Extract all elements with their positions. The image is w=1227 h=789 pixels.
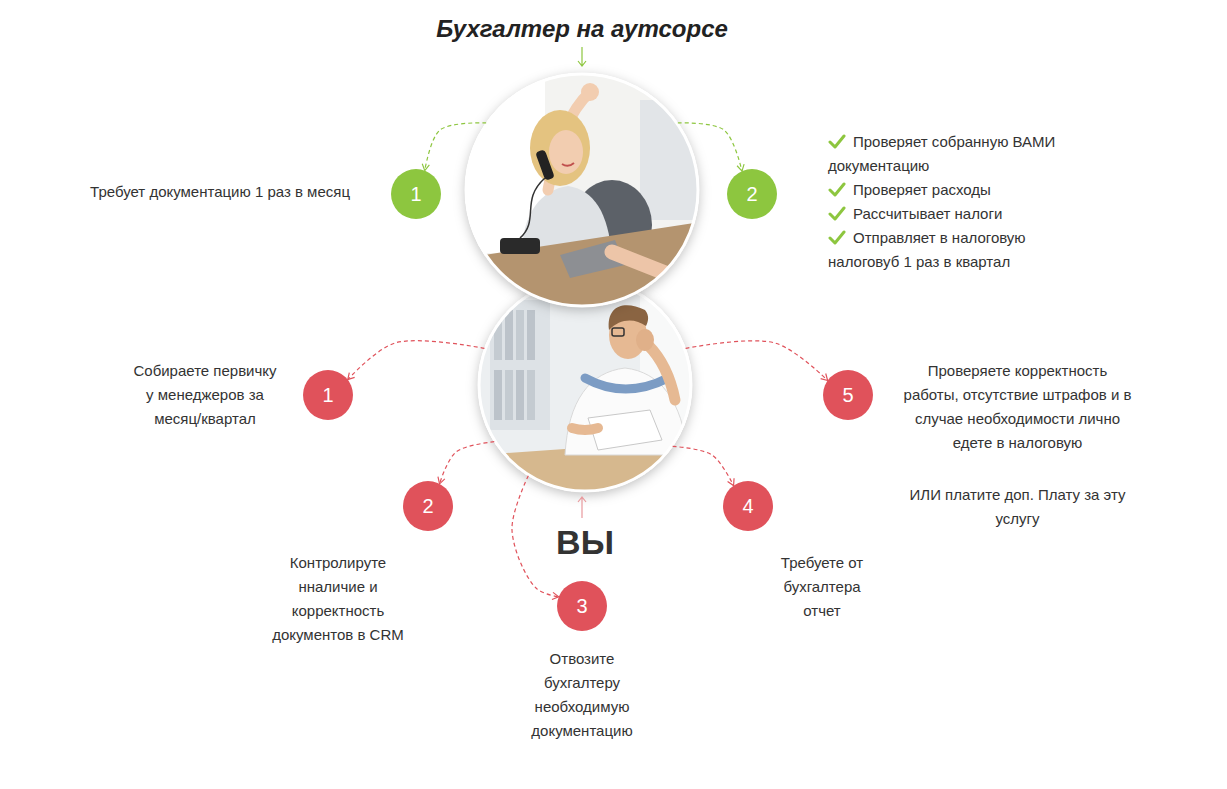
photo-background	[478, 278, 692, 492]
check-mark	[830, 136, 844, 147]
step-description: Проверяете корректность работы, отсутств…	[900, 359, 1135, 455]
step-circle-fill	[723, 481, 773, 531]
photo-background	[465, 73, 699, 307]
hair	[530, 110, 590, 186]
check-list: Проверяет собранную ВАМИ документациюПро…	[828, 130, 1100, 274]
check-icon	[828, 206, 846, 222]
binder	[527, 310, 535, 360]
desk	[465, 222, 700, 307]
check-icon	[828, 230, 846, 246]
check-mark	[830, 184, 844, 195]
dashed-connector	[678, 123, 742, 171]
step-circle: 5	[823, 370, 873, 420]
step-description: ИЛИ платите доп. Плату за эту услугу	[900, 483, 1135, 531]
photo-shadow	[478, 278, 692, 492]
step-circle: 4	[723, 481, 773, 531]
binder	[494, 370, 502, 420]
step-number: 4	[723, 481, 773, 531]
man-photo	[478, 278, 700, 492]
photo-shadow	[465, 73, 699, 307]
binder	[516, 310, 524, 360]
step-circle-fill	[403, 481, 453, 531]
step-circle: 1	[303, 370, 353, 420]
step-circle-fill	[727, 169, 777, 219]
woman-photo	[465, 73, 704, 307]
arm	[648, 345, 675, 400]
check-mark	[830, 208, 844, 219]
section-heading: ВЫ	[328, 522, 842, 562]
step-circle: 2	[727, 169, 777, 219]
dashed-connector	[686, 341, 828, 381]
binder	[505, 370, 513, 420]
dashed-connector	[440, 442, 495, 484]
check-item: Проверяет расходы	[828, 178, 1100, 202]
dashed-connector	[673, 446, 734, 485]
hand	[636, 329, 654, 351]
dashed-connector	[425, 123, 486, 171]
step-number: 3	[557, 581, 607, 631]
pointer-arrow	[578, 47, 586, 66]
face	[549, 130, 583, 174]
step-circle-fill	[823, 370, 873, 420]
binder	[527, 370, 535, 420]
phone-cord	[520, 178, 545, 238]
photo-rim	[466, 74, 698, 306]
check-icon	[828, 134, 846, 150]
step-number: 1	[391, 169, 441, 219]
step-description: Собираете первичку у менеджеров за месяц…	[130, 359, 280, 431]
step-description: Требуете от бухгалтера отчет	[767, 551, 877, 623]
shoe	[684, 280, 704, 292]
step-circle-fill	[391, 169, 441, 219]
check-icon	[828, 182, 846, 198]
step-number: 2	[727, 169, 777, 219]
photo-rim	[479, 279, 691, 491]
hair	[609, 305, 648, 330]
step-circle-fill	[303, 370, 353, 420]
pointer-arrow	[578, 497, 586, 518]
step-circle: 1	[391, 169, 441, 219]
binder	[494, 310, 502, 360]
wall-panel	[640, 100, 700, 220]
check-text: Рассчитывает налоги	[828, 202, 1100, 226]
dashed-connector	[348, 341, 485, 380]
dashed-connector	[512, 476, 559, 597]
step-description: Отвозите бухгалтеру необходимую документ…	[512, 647, 652, 743]
sweater	[585, 378, 668, 389]
step-number: 2	[403, 481, 453, 531]
mouth	[562, 163, 574, 166]
binder	[505, 310, 513, 360]
check-item: Проверяет собранную ВАМИ документацию	[828, 130, 1100, 178]
step-circle-fill	[557, 581, 607, 631]
step-description: Требует документацию 1 раз в месяц	[30, 180, 350, 204]
step-circle: 3	[557, 581, 607, 631]
check-item: Отправляет в налоговую налоговуб 1 раз в…	[828, 226, 1100, 274]
step-circle: 2	[403, 481, 453, 531]
step-description: Контролируте нналичие и корректность док…	[258, 551, 418, 647]
photo-circle: Бухгалтер на аутсорсе	[465, 73, 699, 307]
check-text: Проверяет собранную ВАМИ документацию	[828, 130, 1100, 178]
check-text: Проверяет расходы	[828, 178, 1100, 202]
hand	[581, 83, 599, 101]
check-mark	[830, 232, 844, 243]
check-item: Рассчитывает налоги	[828, 202, 1100, 226]
section-heading: Бухгалтер на аутсорсе	[315, 15, 849, 43]
phone-receiver	[535, 149, 555, 181]
step-number: 1	[303, 370, 353, 420]
desk-phone	[500, 238, 540, 254]
binder	[516, 370, 524, 420]
shelf	[490, 300, 550, 430]
arm	[572, 428, 598, 430]
step-number: 5	[823, 370, 873, 420]
glasses	[612, 328, 624, 336]
photo-circle: ВЫ	[478, 278, 692, 492]
check-text: Отправляет в налоговую налоговуб 1 раз в…	[828, 226, 1100, 274]
